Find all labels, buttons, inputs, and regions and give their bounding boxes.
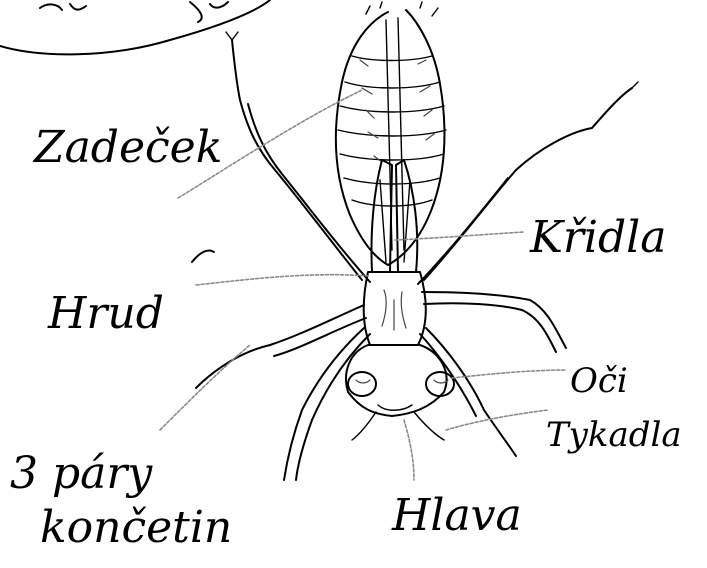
label-zadecek: Zadeček [32,122,222,173]
label-kridla: Křidla [529,212,666,263]
label-oci: Oči [570,361,628,401]
thorax [364,272,426,345]
hrud-hacek-mark [192,250,214,262]
label-3-pary: 3 páry [10,448,153,499]
label-tykadla: Tykadla [546,415,682,455]
label-hlava: Hlava [391,490,522,541]
wings [371,160,417,272]
cropped-top-title [0,0,270,54]
label-koncetin: končetin [40,502,232,553]
label-hrud: Hrud [47,288,164,339]
